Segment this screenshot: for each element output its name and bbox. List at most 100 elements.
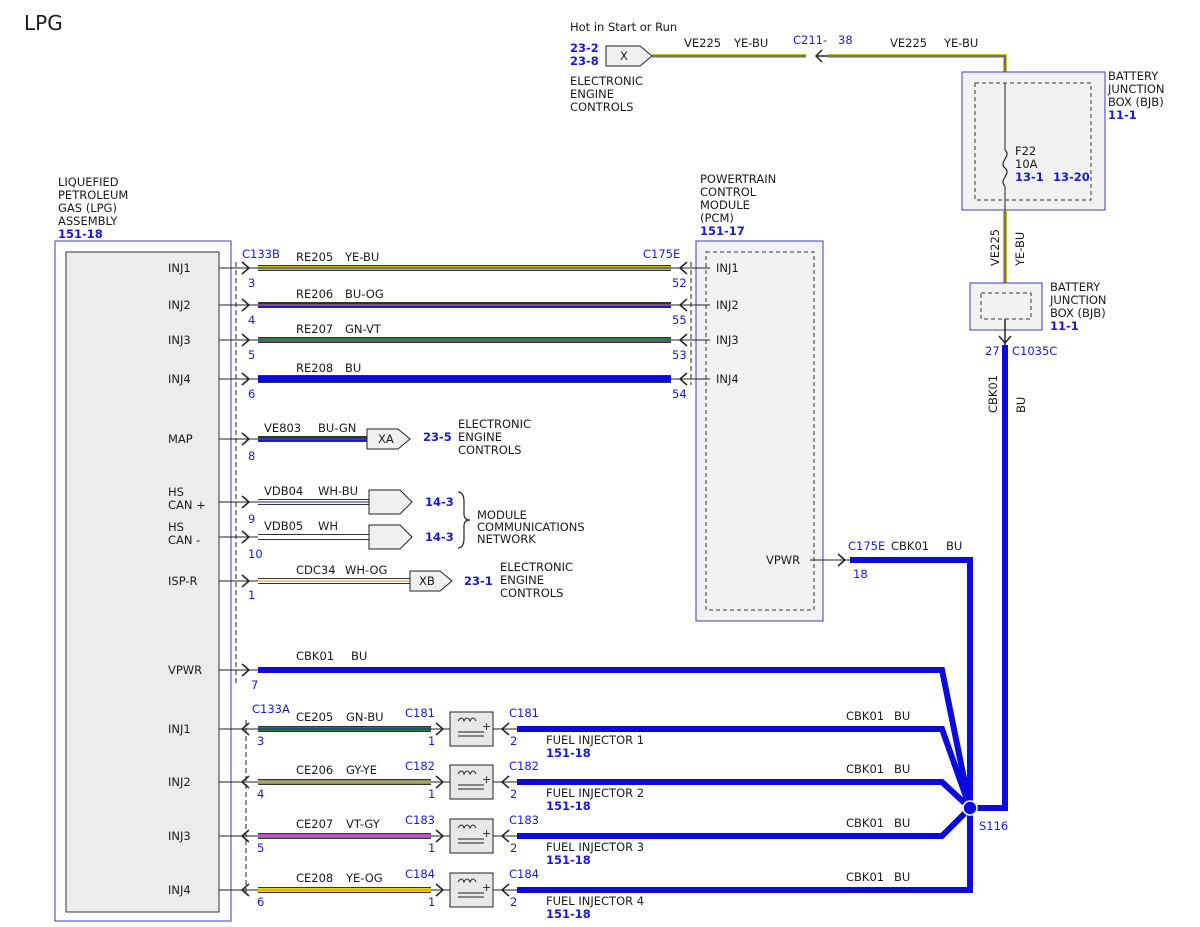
- injector-return-wire: [517, 805, 973, 839]
- pcm-line3: MODULE: [700, 198, 750, 212]
- c211-dash: -: [823, 33, 827, 47]
- fuse-ref2[interactable]: 13-20: [1053, 170, 1090, 184]
- fuse-ref1[interactable]: 13-1: [1015, 170, 1044, 184]
- c211-label[interactable]: C211: [793, 33, 823, 47]
- c1035c-label[interactable]: C1035C: [1012, 344, 1057, 358]
- injector-conn-in[interactable]: C181: [405, 706, 435, 720]
- splice-s116-label[interactable]: S116: [979, 819, 1008, 833]
- c211-pin[interactable]: 38: [838, 33, 853, 47]
- vpwr-wire: [258, 667, 973, 809]
- map-dest-line2: ENGINE: [458, 430, 502, 444]
- can-ref[interactable]: 14-3: [425, 530, 454, 544]
- fuel-injector-icon[interactable]: [449, 711, 494, 747]
- fuse-f22-icon[interactable]: [1002, 149, 1008, 187]
- wire-color: BU-OG: [345, 287, 384, 301]
- c1035c-pin[interactable]: 27: [985, 344, 1000, 358]
- isp-dest-line1: ELECTRONIC: [500, 560, 573, 574]
- bjb-link-wire: VE225 YE-BU: [988, 210, 1027, 283]
- lpg-pin-label: CAN -: [168, 533, 200, 547]
- wire-color: GN-BU: [346, 710, 384, 724]
- fuel-injector-icon[interactable]: [449, 818, 494, 854]
- injector-in-arrow: [435, 883, 445, 897]
- injector-conn-out[interactable]: C183: [509, 813, 539, 827]
- can-dest-line2: COMMUNICATIONS: [477, 520, 585, 534]
- c133a-label[interactable]: C133A: [252, 702, 290, 716]
- wire-code: CE208: [296, 871, 333, 885]
- lpg-pin-label: INJ3: [168, 829, 191, 843]
- return-wire-color: BU: [894, 816, 910, 830]
- pcm-vpwr-pin[interactable]: 18: [853, 567, 868, 581]
- injector-in-arrow: [435, 722, 445, 736]
- bjb-bottom-line1: BATTERY: [1050, 280, 1101, 294]
- injector-coil-icon: [457, 717, 484, 737]
- top-flag-letter: X: [620, 49, 628, 63]
- isp-flag-letter: XB: [419, 574, 435, 588]
- bjb-link-code: VE225: [988, 229, 1002, 266]
- wire-code: CDC34: [296, 563, 336, 577]
- bjb-bottom-vwire-code: CBK01: [986, 375, 1000, 413]
- bjb-top-box[interactable]: [961, 71, 1106, 211]
- injector-conn-out[interactable]: C182: [509, 759, 539, 773]
- injector-conn-out[interactable]: C184: [509, 867, 539, 881]
- bjb-bottom-line3: BOX (BJB): [1050, 306, 1106, 320]
- injector-out-pin: 2: [510, 734, 517, 748]
- injector-ref[interactable]: 151-18: [546, 799, 591, 813]
- injector-out-arrow: [500, 829, 510, 843]
- splice-s116-dot[interactable]: [962, 800, 978, 816]
- c133a-arrow: [240, 883, 250, 897]
- lpg-line4: ASSEMBLY: [58, 214, 118, 228]
- return-wire-color: BU: [894, 762, 910, 776]
- fuel-injector-icon[interactable]: [449, 872, 494, 908]
- bjb-top-ref[interactable]: 11-1: [1108, 108, 1137, 122]
- injector-ref[interactable]: 151-18: [546, 907, 591, 921]
- c175e-arrow: [678, 298, 688, 312]
- injector-name: FUEL INJECTOR 2: [546, 786, 644, 800]
- c133b-label[interactable]: C133B: [242, 247, 280, 261]
- fuel-injector-icon[interactable]: [449, 764, 494, 800]
- top-dest-line1: ELECTRONIC: [570, 74, 643, 88]
- c133b-pin: 3: [248, 276, 255, 290]
- pcm-vpwr-wire: [850, 557, 973, 808]
- c1035c-arrow: [998, 335, 1012, 345]
- bjb-bottom-box[interactable]: [969, 282, 1043, 331]
- lpg-ref[interactable]: 151-18: [58, 227, 103, 241]
- bjb-top-line2: JUNCTION: [1107, 82, 1165, 96]
- injector-plus: +: [482, 773, 491, 786]
- wire-color: YE-OG: [345, 871, 383, 885]
- lpg-line1: LIQUEFIED: [58, 175, 119, 189]
- pcm-outer-box[interactable]: [695, 240, 824, 622]
- lpg-pin-label: CAN +: [168, 498, 206, 512]
- c175e-arrow: [678, 372, 688, 386]
- pcm-vpwr-connector[interactable]: C175E: [848, 539, 885, 553]
- return-wire-color: BU: [894, 709, 910, 723]
- map-ref[interactable]: 23-5: [423, 430, 452, 444]
- injector-conn-out[interactable]: C181: [509, 706, 539, 720]
- lpg-pin-label: INJ1: [168, 261, 191, 275]
- isp-ref[interactable]: 23-1: [464, 574, 493, 588]
- lpg-pin: 9: [248, 512, 255, 526]
- bjb-bottom-ref[interactable]: 11-1: [1050, 319, 1079, 333]
- top-ref-a[interactable]: 23-2: [570, 41, 599, 55]
- top-wire-right-color: YE-BU: [943, 36, 978, 50]
- wire-code: CBK01: [296, 649, 334, 663]
- pcm-ref[interactable]: 151-17: [700, 224, 745, 238]
- lpg-pin-label: INJ2: [168, 775, 191, 789]
- can-ref[interactable]: 14-3: [425, 495, 454, 509]
- injector-name: FUEL INJECTOR 1: [546, 733, 644, 747]
- injector-plus: +: [482, 881, 491, 894]
- injector-in-pin: 1: [428, 787, 435, 801]
- c133a-pin: 3: [257, 734, 264, 748]
- injector-conn-in[interactable]: C182: [405, 759, 435, 773]
- injector-conn-in[interactable]: C183: [405, 813, 435, 827]
- injector-conn-in[interactable]: C184: [405, 867, 435, 881]
- injector-ref[interactable]: 151-18: [546, 853, 591, 867]
- injector-ref[interactable]: 151-18: [546, 746, 591, 760]
- top-ref-b[interactable]: 23-8: [570, 54, 599, 68]
- top-feed: Hot in Start or Run 23-2 23-8 X ELECTRON…: [570, 20, 1007, 114]
- injector-in-arrow: [435, 829, 445, 843]
- c175e-label[interactable]: C175E: [643, 247, 680, 261]
- top-wire-left-color: YE-BU: [733, 36, 768, 50]
- injector-in-pin: 1: [428, 841, 435, 855]
